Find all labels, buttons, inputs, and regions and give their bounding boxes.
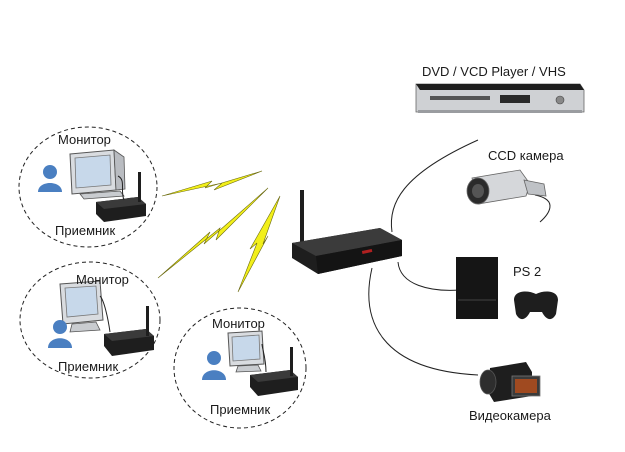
client-2-receiver-label: Приемник [58,359,119,374]
gamepad-icon [514,291,558,320]
client-3-circle [173,307,307,429]
client-1-person-icon [38,165,62,192]
ps2-console-icon [456,257,498,319]
ccd-camera-icon [466,169,547,205]
camcorder-icon [479,362,541,402]
dvd-player-label: DVD / VCD Player / VHS [422,64,566,79]
client-2-group [19,261,161,379]
client-2-person-icon [48,320,72,348]
cable-to-camcorder [368,267,479,376]
lightning-bolt-icon [157,187,269,279]
ccd-camera-label: CCD камера [488,148,564,163]
client-2-monitor-label: Монитор [76,272,129,287]
client-1-receiver-icon [96,172,146,222]
transmitter-icon [292,190,402,274]
cables [368,139,551,376]
client-1-monitor-label: Монитор [58,132,111,147]
client-3-receiver-label: Приемник [210,402,271,417]
lightning-bolt-icon [237,195,281,293]
client-1-circle [18,126,158,248]
client-2-receiver-icon [99,295,154,356]
client-1-group [18,126,158,248]
cable-ccd-power [534,194,551,223]
dvd-player-icon [415,83,585,113]
client-3-group [173,307,307,429]
wireless-links [157,170,281,293]
ps2-label: PS 2 [513,264,542,279]
cable-to-ps2 [397,261,461,291]
client-3-monitor-label: Монитор [212,316,265,331]
client-3-monitor-icon [227,330,265,373]
client-3-person-icon [202,351,226,380]
lightning-bolt-icon [161,170,263,197]
client-2-circle [19,261,161,379]
client-2-monitor-icon [59,280,104,333]
client-1-monitor-icon [69,149,126,200]
client-1-receiver-label: Приемник [55,223,116,238]
client-3-receiver-icon [250,343,298,396]
cable-to-ccd-camera [390,139,479,233]
camcorder-label: Видеокамера [469,408,551,423]
